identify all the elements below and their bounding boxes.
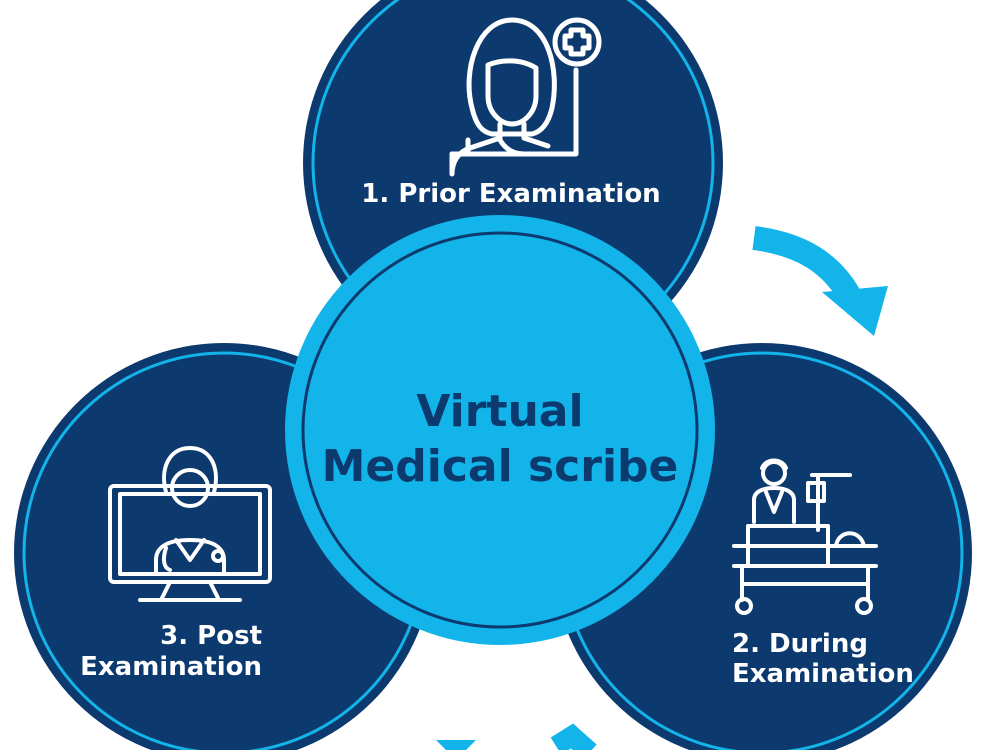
stage-3-label-line1: 3. Post: [160, 621, 262, 651]
center-title-line1: Virtual: [416, 386, 583, 437]
stage-3-label-line2: Examination: [80, 652, 262, 682]
stage-1-label: 1. Prior Examination: [361, 179, 660, 209]
doctor-on-monitor-icon: [108, 446, 272, 602]
patient-with-stethoscope-icon: [449, 17, 602, 177]
center-title-line2: Medical scribe: [322, 441, 679, 492]
center-hub: Virtual Medical scribe: [285, 215, 715, 645]
stage-2-label-line2: Examination: [732, 659, 914, 689]
doctor-with-hospital-bed-icon: [732, 458, 878, 615]
curved-arrow-icon: [752, 226, 888, 336]
stage-2-label-line1: 2. During: [732, 629, 868, 659]
curved-arrow-icon: [436, 723, 597, 750]
